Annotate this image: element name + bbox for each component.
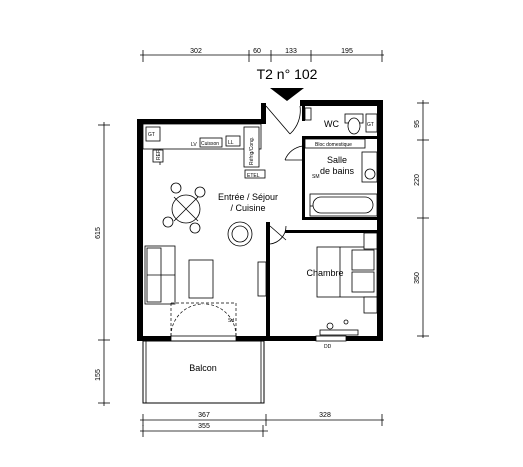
dim-right-1: 95	[414, 120, 421, 128]
room-label-living-2: / Cuisine	[230, 203, 265, 213]
bathroom-fixtures: Bloc domestique SM	[304, 138, 378, 217]
room-label-bedroom: Chambre	[306, 268, 343, 278]
wc-fixtures: GT	[304, 107, 378, 135]
top-dimension-line: 302 60 133 195	[140, 48, 384, 62]
kitchen-counter: GT LV Cuisson LL Réfrig/Cong. REF ETEL	[142, 123, 266, 179]
bottom-dimension-lines: 367 328 355	[140, 412, 384, 437]
tv-unit	[257, 261, 267, 297]
entrance-arrow-icon	[270, 88, 304, 101]
right-dimension-line: 95 220 350	[414, 100, 429, 338]
sofa	[144, 245, 176, 305]
dim-left-balcony: 155	[95, 369, 102, 381]
dim-top-2: 60	[253, 48, 261, 55]
bedroom-window: DD	[315, 319, 359, 350]
bedroom-door[interactable]	[269, 225, 287, 245]
gt2-label: GT	[367, 122, 374, 128]
dim-bottom-2: 328	[319, 412, 331, 419]
coffee-table	[188, 259, 214, 299]
etel-label: ETEL	[247, 173, 260, 179]
dim-right-3: 350	[414, 272, 421, 284]
page-title: T2 n° 102	[257, 66, 318, 82]
bathroom-door[interactable]	[284, 145, 304, 161]
room-label-balcony: Balcon	[189, 363, 217, 373]
dim-bottom-3: 355	[198, 423, 210, 430]
room-label-bath: Salle	[327, 155, 347, 165]
dim-top-4: 195	[341, 48, 353, 55]
ref-label: REF	[156, 150, 162, 160]
dining-table	[162, 182, 206, 234]
room-label-living: Entrée / Séjour	[218, 192, 278, 202]
bloc-domestique-label: Bloc domestique	[315, 142, 352, 148]
bed	[316, 232, 378, 314]
balcony	[142, 340, 265, 404]
dim-top-3: 133	[285, 48, 297, 55]
sm-label: SM	[312, 174, 320, 180]
gt-label: GT	[148, 132, 155, 138]
interior-walls	[266, 106, 377, 336]
entrance-door[interactable]	[265, 105, 301, 135]
room-label-bath-2: de bains	[320, 166, 355, 176]
lt-label: LL	[228, 140, 234, 146]
cuisson-label: Cuisson	[201, 141, 219, 147]
dim-top-1: 302	[190, 48, 202, 55]
left-dimension-line: 615 155	[95, 122, 110, 406]
exterior-walls	[137, 100, 383, 341]
dim-right-2: 220	[414, 174, 421, 186]
dd-label: DD	[324, 344, 332, 350]
room-label-wc: WC	[324, 119, 339, 129]
armchair	[227, 221, 253, 247]
sd-label: Sd	[228, 318, 234, 324]
frigo-label: Réfrig/Cong.	[249, 137, 255, 165]
balcony-door[interactable]: Sd	[170, 302, 237, 342]
dim-left-main: 615	[95, 227, 102, 239]
dim-bottom-1: 367	[198, 412, 210, 419]
lv-label: LV	[191, 142, 197, 148]
